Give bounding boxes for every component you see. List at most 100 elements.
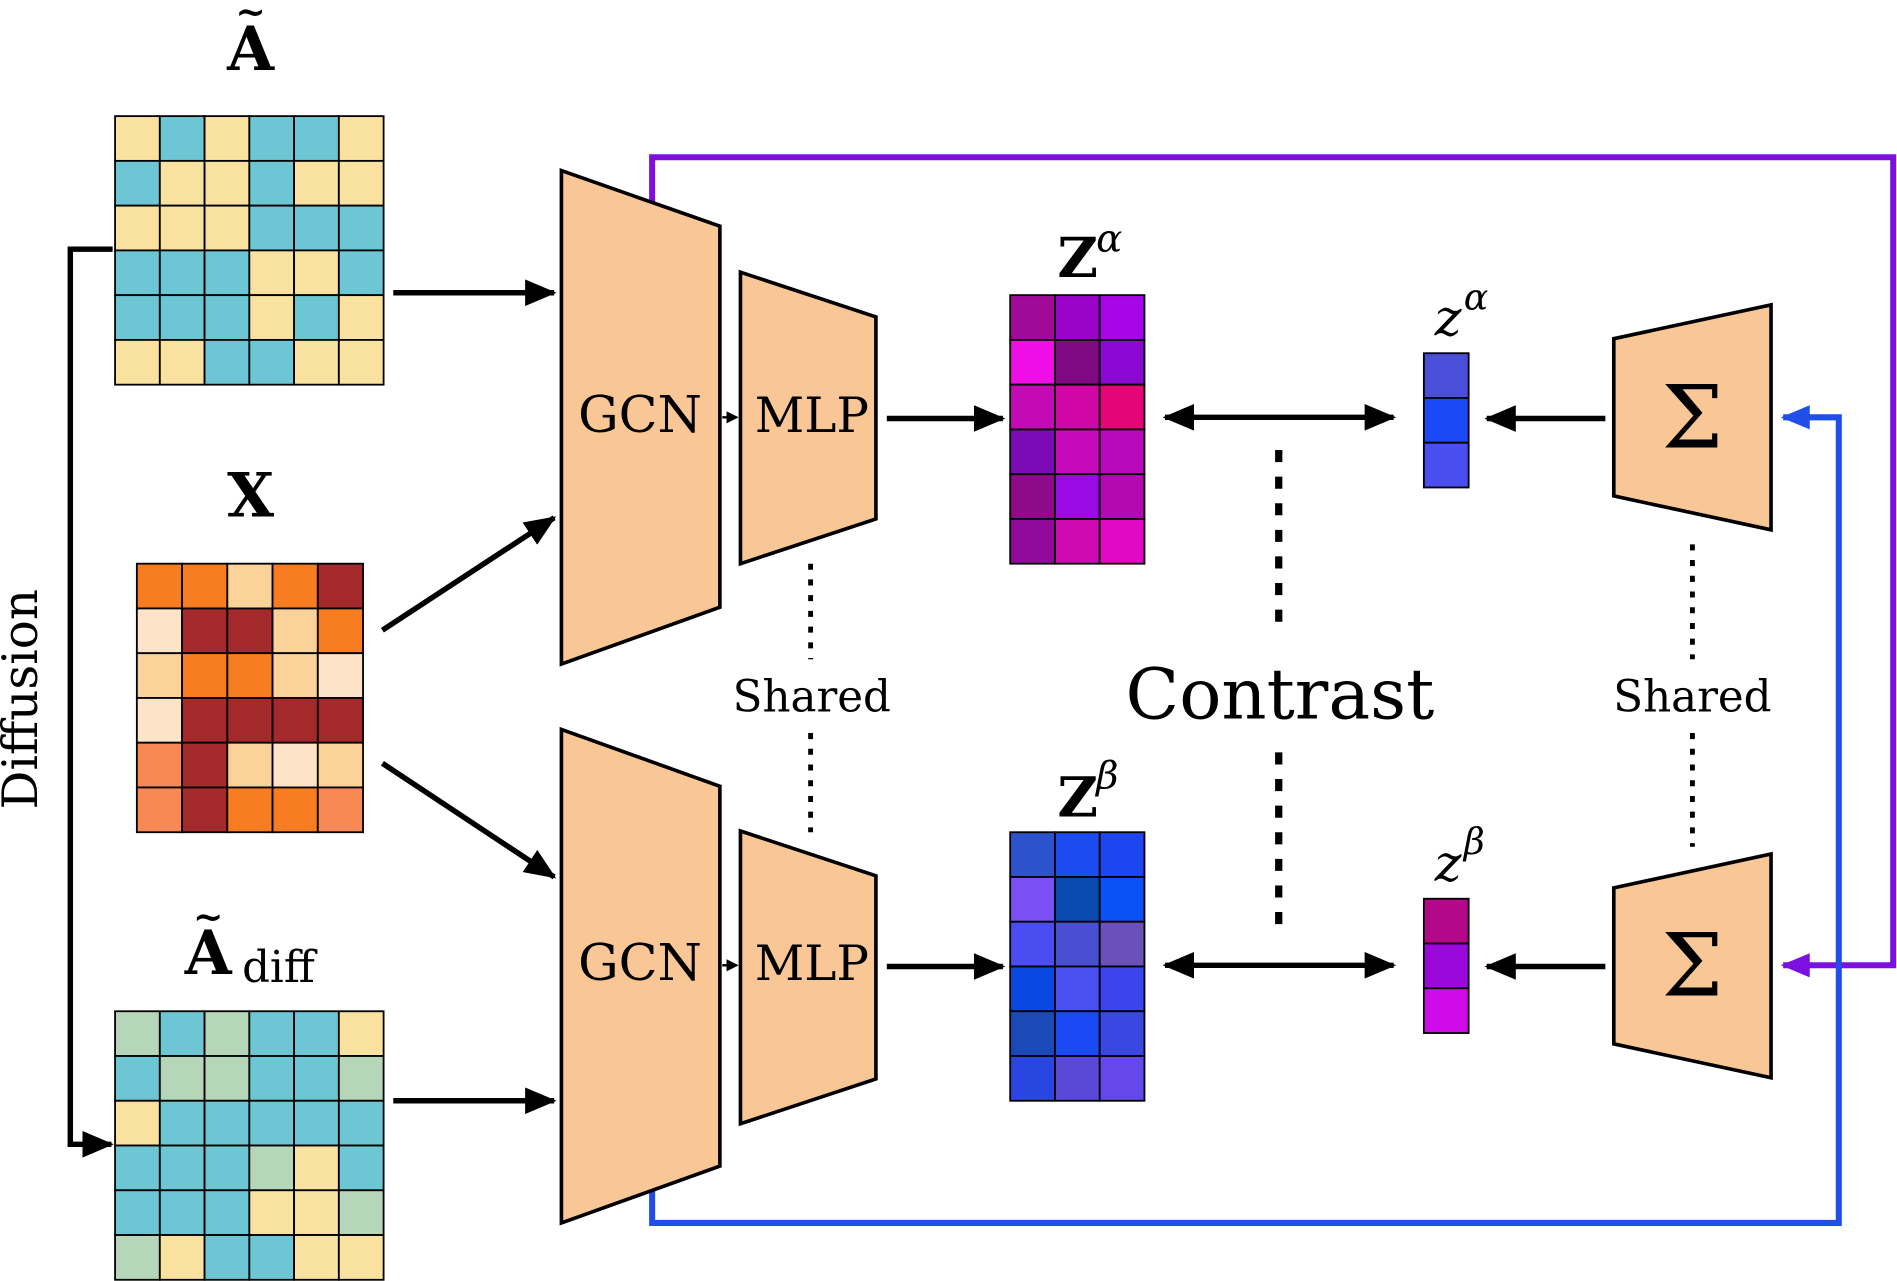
a-tilde-cell <box>248 294 295 341</box>
z-alpha-cell <box>1098 294 1146 341</box>
svg-text:α: α <box>1464 276 1489 319</box>
a-diff-cell <box>248 1234 295 1281</box>
x-cell <box>135 607 183 655</box>
z-alpha-cell <box>1054 428 1101 476</box>
a-tilde-cell <box>114 249 161 297</box>
a-tilde-cell <box>158 249 206 297</box>
summary-vector-z-alpha <box>1422 352 1470 489</box>
z-alpha-cell <box>1009 428 1056 476</box>
a-tilde-cell <box>337 294 385 341</box>
a-diff-cell <box>337 1144 385 1192</box>
x-cell <box>135 786 183 834</box>
z-alpha-cell <box>1054 383 1101 431</box>
z-alpha-cell <box>1009 338 1056 386</box>
diffusion-arrow <box>67 246 114 1158</box>
a-tilde-cell <box>158 159 206 207</box>
arrow-x-to-gcn-bottom <box>380 761 557 880</box>
a-tilde-cell <box>248 204 295 252</box>
x-cell <box>135 562 183 610</box>
svg-text:~: ~ <box>235 0 265 33</box>
adjacency-matrix-a-tilde <box>114 115 385 386</box>
a-diff-cell <box>158 1144 206 1192</box>
svg-text:α: α <box>1096 217 1122 262</box>
feature-matrix-x <box>135 562 364 834</box>
z-beta-cell <box>1009 965 1056 1013</box>
z-beta-summary-cell <box>1422 897 1470 945</box>
z-beta-cell <box>1098 920 1146 968</box>
x-cell <box>135 741 183 789</box>
readout-block-top <box>1611 302 1773 533</box>
x-cell <box>226 697 274 744</box>
svg-text:β: β <box>1094 754 1118 799</box>
a-diff-cell <box>158 1189 206 1236</box>
a-diff-cell <box>248 1055 295 1102</box>
x-label: X <box>227 461 274 532</box>
z-beta-cell <box>1054 1010 1101 1057</box>
a-diff-cell <box>248 1144 295 1192</box>
z-alpha-cell <box>1098 383 1146 431</box>
a-tilde-cell <box>337 204 385 252</box>
a-tilde-cell <box>158 204 206 252</box>
z-beta-cell <box>1054 831 1101 878</box>
z-beta-cell <box>1098 1055 1146 1102</box>
z-alpha-cell <box>1009 294 1056 341</box>
z-beta-cell <box>1009 1055 1056 1102</box>
mlp-label-top: MLP <box>755 388 869 444</box>
adjacency-matrix-a-diff <box>114 1010 385 1281</box>
z-alpha-cell <box>1054 294 1101 341</box>
z-alpha-cell <box>1009 473 1056 520</box>
a-tilde-cell <box>203 338 251 386</box>
x-cell <box>181 786 229 834</box>
embedding-matrix-z-alpha <box>1009 294 1146 565</box>
x-cell <box>226 652 274 699</box>
arrow-x-to-gcn-top <box>380 515 557 633</box>
svg-text:β: β <box>1462 820 1485 863</box>
mlp-label-bottom: MLP <box>755 936 869 992</box>
feedback-line-purple <box>649 154 1897 978</box>
a-diff-cell <box>337 1055 385 1102</box>
a-tilde-cell <box>293 115 340 162</box>
z-alpha-cell <box>1009 518 1056 565</box>
z-beta-label: Z β <box>1057 754 1118 831</box>
x-cell <box>181 607 229 655</box>
a-diff-cell <box>337 1099 385 1147</box>
a-diff-cell <box>293 1189 340 1236</box>
z-alpha-cell <box>1054 338 1101 386</box>
z-alpha-cell <box>1098 518 1146 565</box>
a-tilde-cell <box>203 294 251 341</box>
a-diff-cell <box>203 1010 251 1057</box>
a-tilde-label: A ~ <box>226 0 275 85</box>
x-cell <box>271 697 319 744</box>
a-tilde-cell <box>248 159 295 207</box>
x-cell <box>181 741 229 789</box>
a-tilde-cell <box>293 249 340 297</box>
a-diff-cell <box>114 1189 161 1236</box>
a-tilde-cell <box>114 115 161 162</box>
a-diff-cell <box>337 1010 385 1057</box>
x-cell <box>271 607 319 655</box>
a-tilde-cell <box>203 159 251 207</box>
summary-z-alpha-label: z α <box>1434 276 1489 347</box>
x-cell <box>226 741 274 789</box>
a-diff-cell <box>158 1099 206 1147</box>
a-tilde-cell <box>114 338 161 386</box>
z-beta-cell <box>1009 876 1056 923</box>
z-alpha-cell <box>1098 428 1146 476</box>
x-cell <box>316 607 364 655</box>
a-tilde-cell <box>158 338 206 386</box>
x-cell <box>226 562 274 610</box>
a-diff-cell <box>203 1144 251 1192</box>
x-cell <box>181 697 229 744</box>
a-tilde-cell <box>293 159 340 207</box>
z-beta-cell <box>1098 965 1146 1013</box>
embedding-matrix-z-beta <box>1009 831 1146 1102</box>
z-beta-cell <box>1054 876 1101 923</box>
x-cell <box>135 697 183 744</box>
a-tilde-cell <box>293 204 340 252</box>
svg-text:A: A <box>226 14 275 85</box>
a-tilde-cell <box>203 115 251 162</box>
a-diff-cell <box>293 1234 340 1281</box>
svg-text:diff: diff <box>242 943 318 993</box>
gcn-label-top: GCN <box>578 385 702 444</box>
